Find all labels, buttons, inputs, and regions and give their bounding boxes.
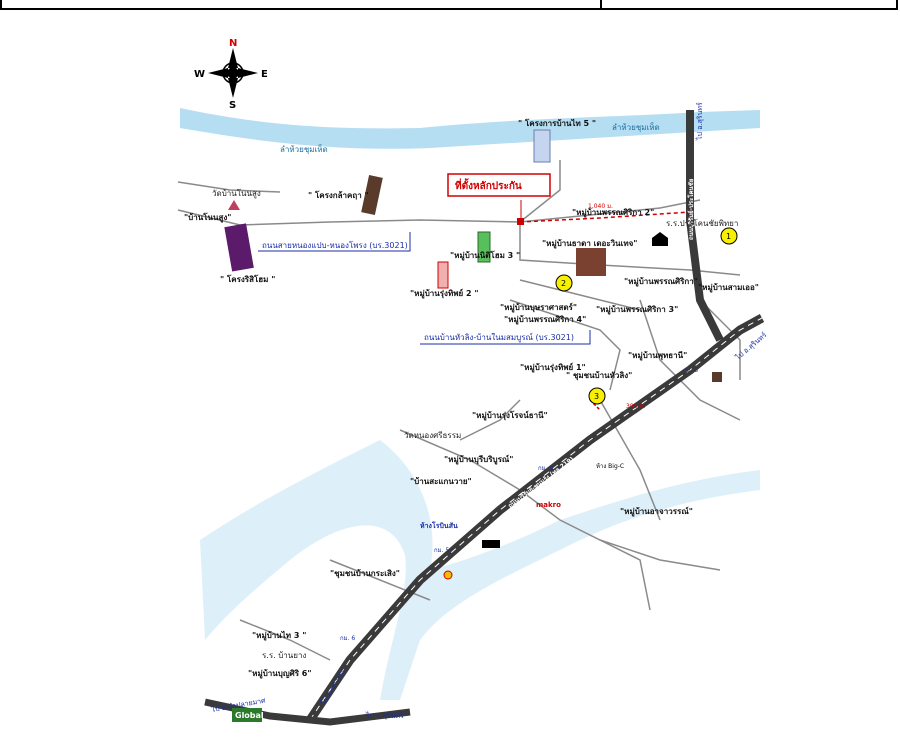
school-bot-label: ร.ร. บ้านยาง xyxy=(262,651,306,660)
label-pornsirika3: "หมู่บ้านพรรณศิริกา 3" xyxy=(596,304,678,315)
label-siriyom: " โครงริสิโฮม " xyxy=(220,274,275,284)
klafah-block xyxy=(361,174,383,216)
road1-label: ถนนสายหนองแปบ-หนองโพรง (บร.3021) xyxy=(262,240,408,250)
label-pornsirika-r: "หมู่บ้านพรรณศิริกา" xyxy=(624,276,698,287)
distance-1: 1,040 ม. xyxy=(588,203,613,210)
label-phuttani: "หมู่บ้านพุทธานี" xyxy=(628,350,687,361)
label-ban-non: "บ้านโนนสูง" xyxy=(184,212,231,223)
bigc-label: ห้าง Big-C xyxy=(596,463,624,470)
rungthip2-block xyxy=(437,261,449,289)
collateral-title: ที่ตั้งหลักประกัน xyxy=(455,178,522,192)
school-icon xyxy=(652,232,668,246)
label-boonsiri6: "หมู่บ้านบุญศิริ 6" xyxy=(248,668,312,679)
school-top-label: ร.ร.ประโคนชัยพิทยา xyxy=(666,218,738,228)
top-frame xyxy=(0,0,898,10)
compass-n: N xyxy=(229,38,237,49)
global-label: Global xyxy=(235,711,264,720)
collateral-marker-icon xyxy=(517,218,524,225)
wat-prasat-label: วัดหนองศรีธรรม xyxy=(404,431,461,440)
makro-label: makro xyxy=(536,501,561,509)
compass-w: W xyxy=(194,69,205,80)
road1-leader xyxy=(258,232,411,252)
label-burirom: "หมู่บ้านบุรีบริบูรณ์" xyxy=(444,454,513,465)
siriyom-block xyxy=(224,223,254,272)
highway-top xyxy=(686,110,724,342)
label-pornsirika2: "หมู่บ้านพรรณศิริกา 2" xyxy=(572,207,654,218)
river-lower xyxy=(200,440,760,700)
to-nanglong: ไป อ.นางรอง xyxy=(318,667,346,707)
hospital-icon xyxy=(712,372,722,382)
label-rungroj: "หมู่บ้านรุ่งโรจน์ธานี" xyxy=(472,410,548,421)
river-right-label: ลำห้วยชุมเห็ด xyxy=(612,122,660,132)
label-rungthip1: "หมู่บ้านรุ่งทิพย์ 1" xyxy=(520,362,586,373)
road2-label: ถนนบ้านหัวลิง-บ้านในมสมบูรณ์ (บร.3021) xyxy=(424,332,574,343)
compass-rose-icon xyxy=(208,48,258,98)
label-kradang: "ชุมชนบ้านกระเสิง" xyxy=(330,568,400,579)
label-chadda: "หมู่บ้านธาดา เดอะวินเทจ" xyxy=(542,238,637,249)
chadda-block xyxy=(576,248,606,276)
marker-2-icon: 2 xyxy=(555,274,573,292)
compass-e: E xyxy=(261,69,268,80)
road2-leader xyxy=(420,330,591,345)
label-ubonwan: "หมู่บ้านอาจาวรรณ์" xyxy=(620,506,693,517)
label-chumchon-hualing: " ชุมชนบ้านหัวลิง" xyxy=(566,370,632,381)
km-4: กม. 4 xyxy=(538,465,553,472)
route-dashed xyxy=(519,211,691,223)
to-surin-top: ไป อ.สุรินทร์ xyxy=(695,102,704,141)
km-3: กม. 3 xyxy=(683,367,698,374)
collateral-title-box xyxy=(447,173,551,197)
robinson-label: ห้างโรบินสัน xyxy=(420,521,458,530)
marker-3-icon: 3 xyxy=(588,387,606,405)
marker-1-icon: 1 xyxy=(720,227,738,245)
sathorn-block xyxy=(477,231,491,263)
km-5: กม. 5 xyxy=(434,547,449,554)
svg-text:2: 2 xyxy=(561,279,566,288)
label-puttasat: "หมู่บ้านบุษราศาสตร์" xyxy=(500,302,577,313)
svg-text:1: 1 xyxy=(726,232,731,241)
svg-text:3: 3 xyxy=(594,392,599,401)
river-left-label: ลำห้วยชุมเห็ด xyxy=(280,144,328,154)
label-ban-thai5: " โครงการบ้านไท 5 " xyxy=(518,118,596,128)
compass-s: S xyxy=(229,100,236,111)
label-samoe: "หมู่บ้านสามเออ" xyxy=(698,282,759,293)
distance-2: 395 ม. xyxy=(626,403,645,410)
label-sathorn: "หมู่บ้านนิติโฮม 3 " xyxy=(450,250,520,261)
temple-icon xyxy=(228,200,240,210)
label-thanon: "บ้านสะแกนวาย" xyxy=(410,476,472,486)
to-surin-bot: ไป อ.สุรินทร์ xyxy=(365,711,404,720)
river-top xyxy=(180,108,760,149)
label-thai3: "หมู่บ้านไท 3 " xyxy=(252,630,306,641)
building-icon xyxy=(482,540,500,548)
wat-top-label: วัดบ้านโนนสูง xyxy=(212,188,261,199)
global-logo xyxy=(232,708,262,722)
km-6: กม. 6 xyxy=(340,635,355,642)
label-klafah: " โครงกล้าคฤา " xyxy=(308,190,369,200)
gas-station-icon xyxy=(443,570,453,580)
label-rungthip2: "หมู่บ้านรุ่งทิพย์ 2 " xyxy=(410,288,479,299)
label-pornsirika4: "หมู่บ้านพรรณศิริกา 4" xyxy=(504,314,586,325)
ban-thai5-block xyxy=(533,129,551,163)
hwy-top-label: ถนนบุรีรัมย์-ประโคนชัย xyxy=(687,178,695,240)
